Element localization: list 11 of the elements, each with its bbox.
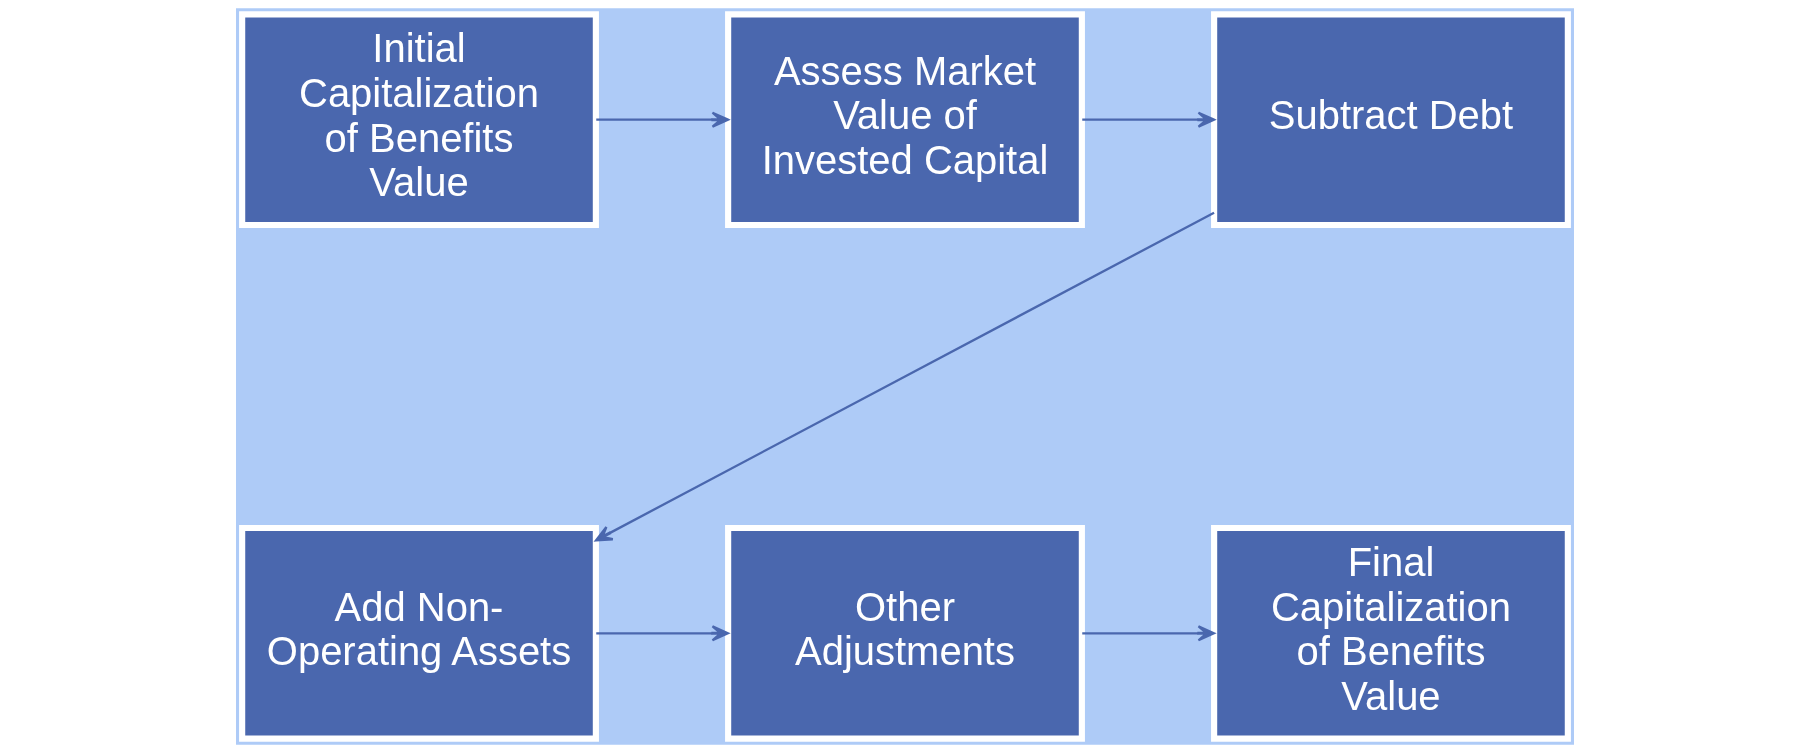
node-box: Subtract Debt bbox=[1210, 11, 1571, 229]
arrow bbox=[1081, 111, 1215, 128]
arrow bbox=[595, 111, 729, 128]
arrow bbox=[1081, 625, 1215, 642]
node-box: Assess Market Value of Invested Capital bbox=[724, 11, 1085, 229]
arrow bbox=[594, 211, 1215, 542]
arrow bbox=[595, 625, 729, 642]
node-box: Add Non-Operating Assets bbox=[238, 524, 599, 742]
node-box: Final Capitalization of Benefits Value bbox=[1210, 524, 1571, 742]
node-box: Initial Capitalization of Benefits Value bbox=[238, 11, 599, 229]
node-box: Other Adjustments bbox=[724, 524, 1085, 742]
